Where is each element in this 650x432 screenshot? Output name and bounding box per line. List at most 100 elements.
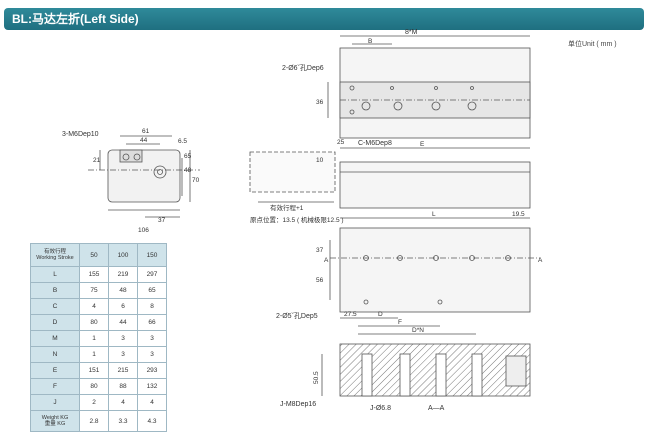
- tap-hole: [393, 101, 403, 111]
- end-view-shaft-center: [157, 169, 163, 175]
- end-view: [88, 135, 200, 218]
- weight-label: Weight KG 重量 KG: [30, 410, 80, 432]
- table-row: M 1 3 3: [30, 330, 167, 347]
- row-label: E: [30, 362, 80, 379]
- row-value: 3: [108, 330, 138, 347]
- stroke-col: 50: [79, 243, 109, 267]
- stroke-col: 150: [137, 243, 167, 267]
- dim-text: 44: [140, 137, 148, 144]
- dim-text: E: [420, 141, 425, 148]
- tap-hole: [467, 101, 477, 111]
- top-view-tap-label: C-M6Dep8: [358, 140, 392, 147]
- row-value: 65: [137, 282, 167, 299]
- row-label: B: [30, 282, 80, 299]
- slot-hole: [390, 86, 394, 90]
- dim-text: D*N: [412, 327, 424, 334]
- bottom-view: [329, 227, 540, 335]
- dim-text: D: [378, 311, 383, 318]
- pin-hole: [349, 85, 355, 91]
- stroke-label: 有效行程+1: [270, 203, 304, 212]
- row-value: 8: [137, 298, 167, 315]
- side-view-motor: [249, 151, 336, 193]
- slot-hole: [470, 86, 474, 90]
- row-value: 6: [108, 298, 138, 315]
- section-mark: A: [538, 257, 543, 264]
- row-value: 1: [79, 330, 109, 347]
- row-value: 219: [108, 266, 138, 283]
- table-row: D 80 44 66: [30, 314, 167, 331]
- tap-hole: [431, 101, 441, 111]
- slot-hole: [434, 86, 438, 90]
- table-row: B 75 48 65: [30, 282, 167, 299]
- end-view-hole-label: 3-M6Dep10: [62, 131, 99, 138]
- row-value: 132: [137, 378, 167, 395]
- weight-value: 4.3: [137, 410, 167, 432]
- tap-hole: [361, 101, 371, 111]
- page-title: BL:马达左折(Left Side): [12, 12, 139, 26]
- row-value: 151: [79, 362, 109, 379]
- table-row: F 80 88 132: [30, 378, 167, 395]
- dim-text: 8*M: [405, 29, 418, 36]
- end-view-hole: [122, 153, 130, 161]
- row-value: 155: [79, 266, 109, 283]
- bottom-view-hole-label: 2-Ø5ˇ孔Dep5: [276, 312, 318, 320]
- row-label: D: [30, 314, 80, 331]
- stroke-col: 100: [108, 243, 138, 267]
- mount-hole: [397, 255, 403, 261]
- end-view-shaft: [153, 165, 167, 179]
- mount-hole: [433, 255, 439, 261]
- row-value: 2: [79, 394, 109, 411]
- row-label: F: [30, 378, 80, 395]
- end-view-slider: [119, 149, 143, 163]
- row-label: C: [30, 298, 80, 315]
- dim-text: 70: [192, 177, 200, 184]
- top-view: [327, 35, 531, 139]
- bolt-hole: [399, 353, 411, 397]
- dim-text: F: [398, 319, 402, 326]
- table-row: C 4 6 8: [30, 298, 167, 315]
- row-value: 1: [79, 346, 109, 363]
- row-value: 48: [108, 282, 138, 299]
- bottom-view-body: [339, 227, 531, 313]
- pin-hole: [363, 299, 369, 305]
- table-row: L 155 219 297: [30, 266, 167, 283]
- mount-hole: [363, 255, 369, 261]
- side-view-body: [339, 161, 531, 209]
- section-bolt-label: J-M8Dep16: [280, 401, 316, 408]
- section-title: A—A: [428, 405, 445, 412]
- row-value: 80: [79, 378, 109, 395]
- weight-value: 2.8: [79, 410, 109, 432]
- dim-text: 48: [184, 167, 192, 174]
- top-view-pin-label: 2-Ø6ˇ孔Dep6: [282, 64, 324, 72]
- row-value: 44: [108, 314, 138, 331]
- dim-text: 50.5: [313, 371, 320, 384]
- dim-text: 37: [158, 217, 166, 224]
- dim-text: 61: [142, 128, 150, 135]
- row-value: 3: [137, 346, 167, 363]
- mount-hole: [469, 255, 475, 261]
- bottom-view-holes: [363, 255, 511, 305]
- mount-hole: [505, 255, 511, 261]
- pin-hole: [349, 109, 355, 115]
- dim-text: 19.5: [512, 211, 525, 218]
- dim-text: 21: [93, 157, 101, 164]
- unit-label: 单位Unit ( mm ): [568, 41, 617, 48]
- row-value: 297: [137, 266, 167, 283]
- weight-value: 3.3: [108, 410, 138, 432]
- bolt-hole: [361, 353, 373, 397]
- row-label: J: [30, 394, 80, 411]
- header: BL:马达左折(Left Side): [0, 0, 650, 34]
- row-value: 4: [108, 394, 138, 411]
- side-view: [249, 147, 531, 219]
- dim-text: 56: [316, 277, 324, 284]
- motor-end: [505, 355, 527, 387]
- weight-row: Weight KG 重量 KG 2.8 3.3 4.3: [30, 410, 167, 432]
- bolt-hole: [435, 353, 447, 397]
- dim-text: 10: [316, 157, 324, 164]
- row-value: 293: [137, 362, 167, 379]
- dim-text: 6.5: [178, 138, 187, 145]
- table-row: E 151 215 293: [30, 362, 167, 379]
- dim-text: 25: [337, 139, 345, 146]
- row-value: 4: [79, 298, 109, 315]
